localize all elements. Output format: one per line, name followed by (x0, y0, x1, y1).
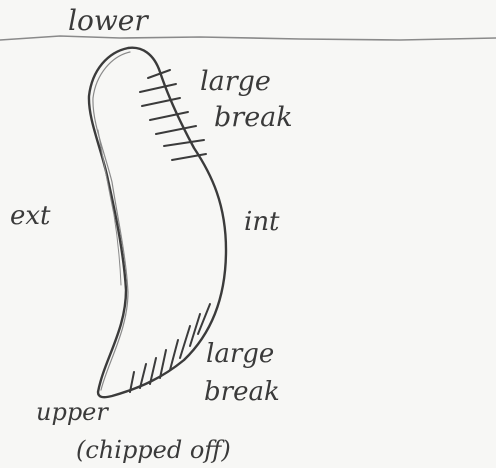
label-break-bottom: break (204, 377, 280, 407)
label-break-top: break (214, 102, 293, 133)
hatch-mark (164, 140, 204, 146)
hatch-mark (142, 98, 180, 106)
label-ext: ext (10, 201, 51, 231)
label-chipped-off: (chipped off) (76, 436, 231, 464)
upper-break-hatching (140, 70, 206, 160)
specimen-outline-trace (93, 52, 130, 390)
hatch-mark (190, 314, 200, 346)
hatch-mark (140, 84, 176, 92)
label-lower: lower (68, 4, 149, 37)
label-upper: upper (36, 398, 109, 426)
hatch-mark (150, 112, 188, 120)
lower-break-hatching (130, 304, 210, 392)
label-int: int (244, 207, 280, 237)
label-large-top: large (200, 66, 271, 97)
label-large-bottom: large (206, 339, 274, 369)
hatch-mark (156, 126, 196, 134)
hatch-mark (180, 326, 190, 358)
